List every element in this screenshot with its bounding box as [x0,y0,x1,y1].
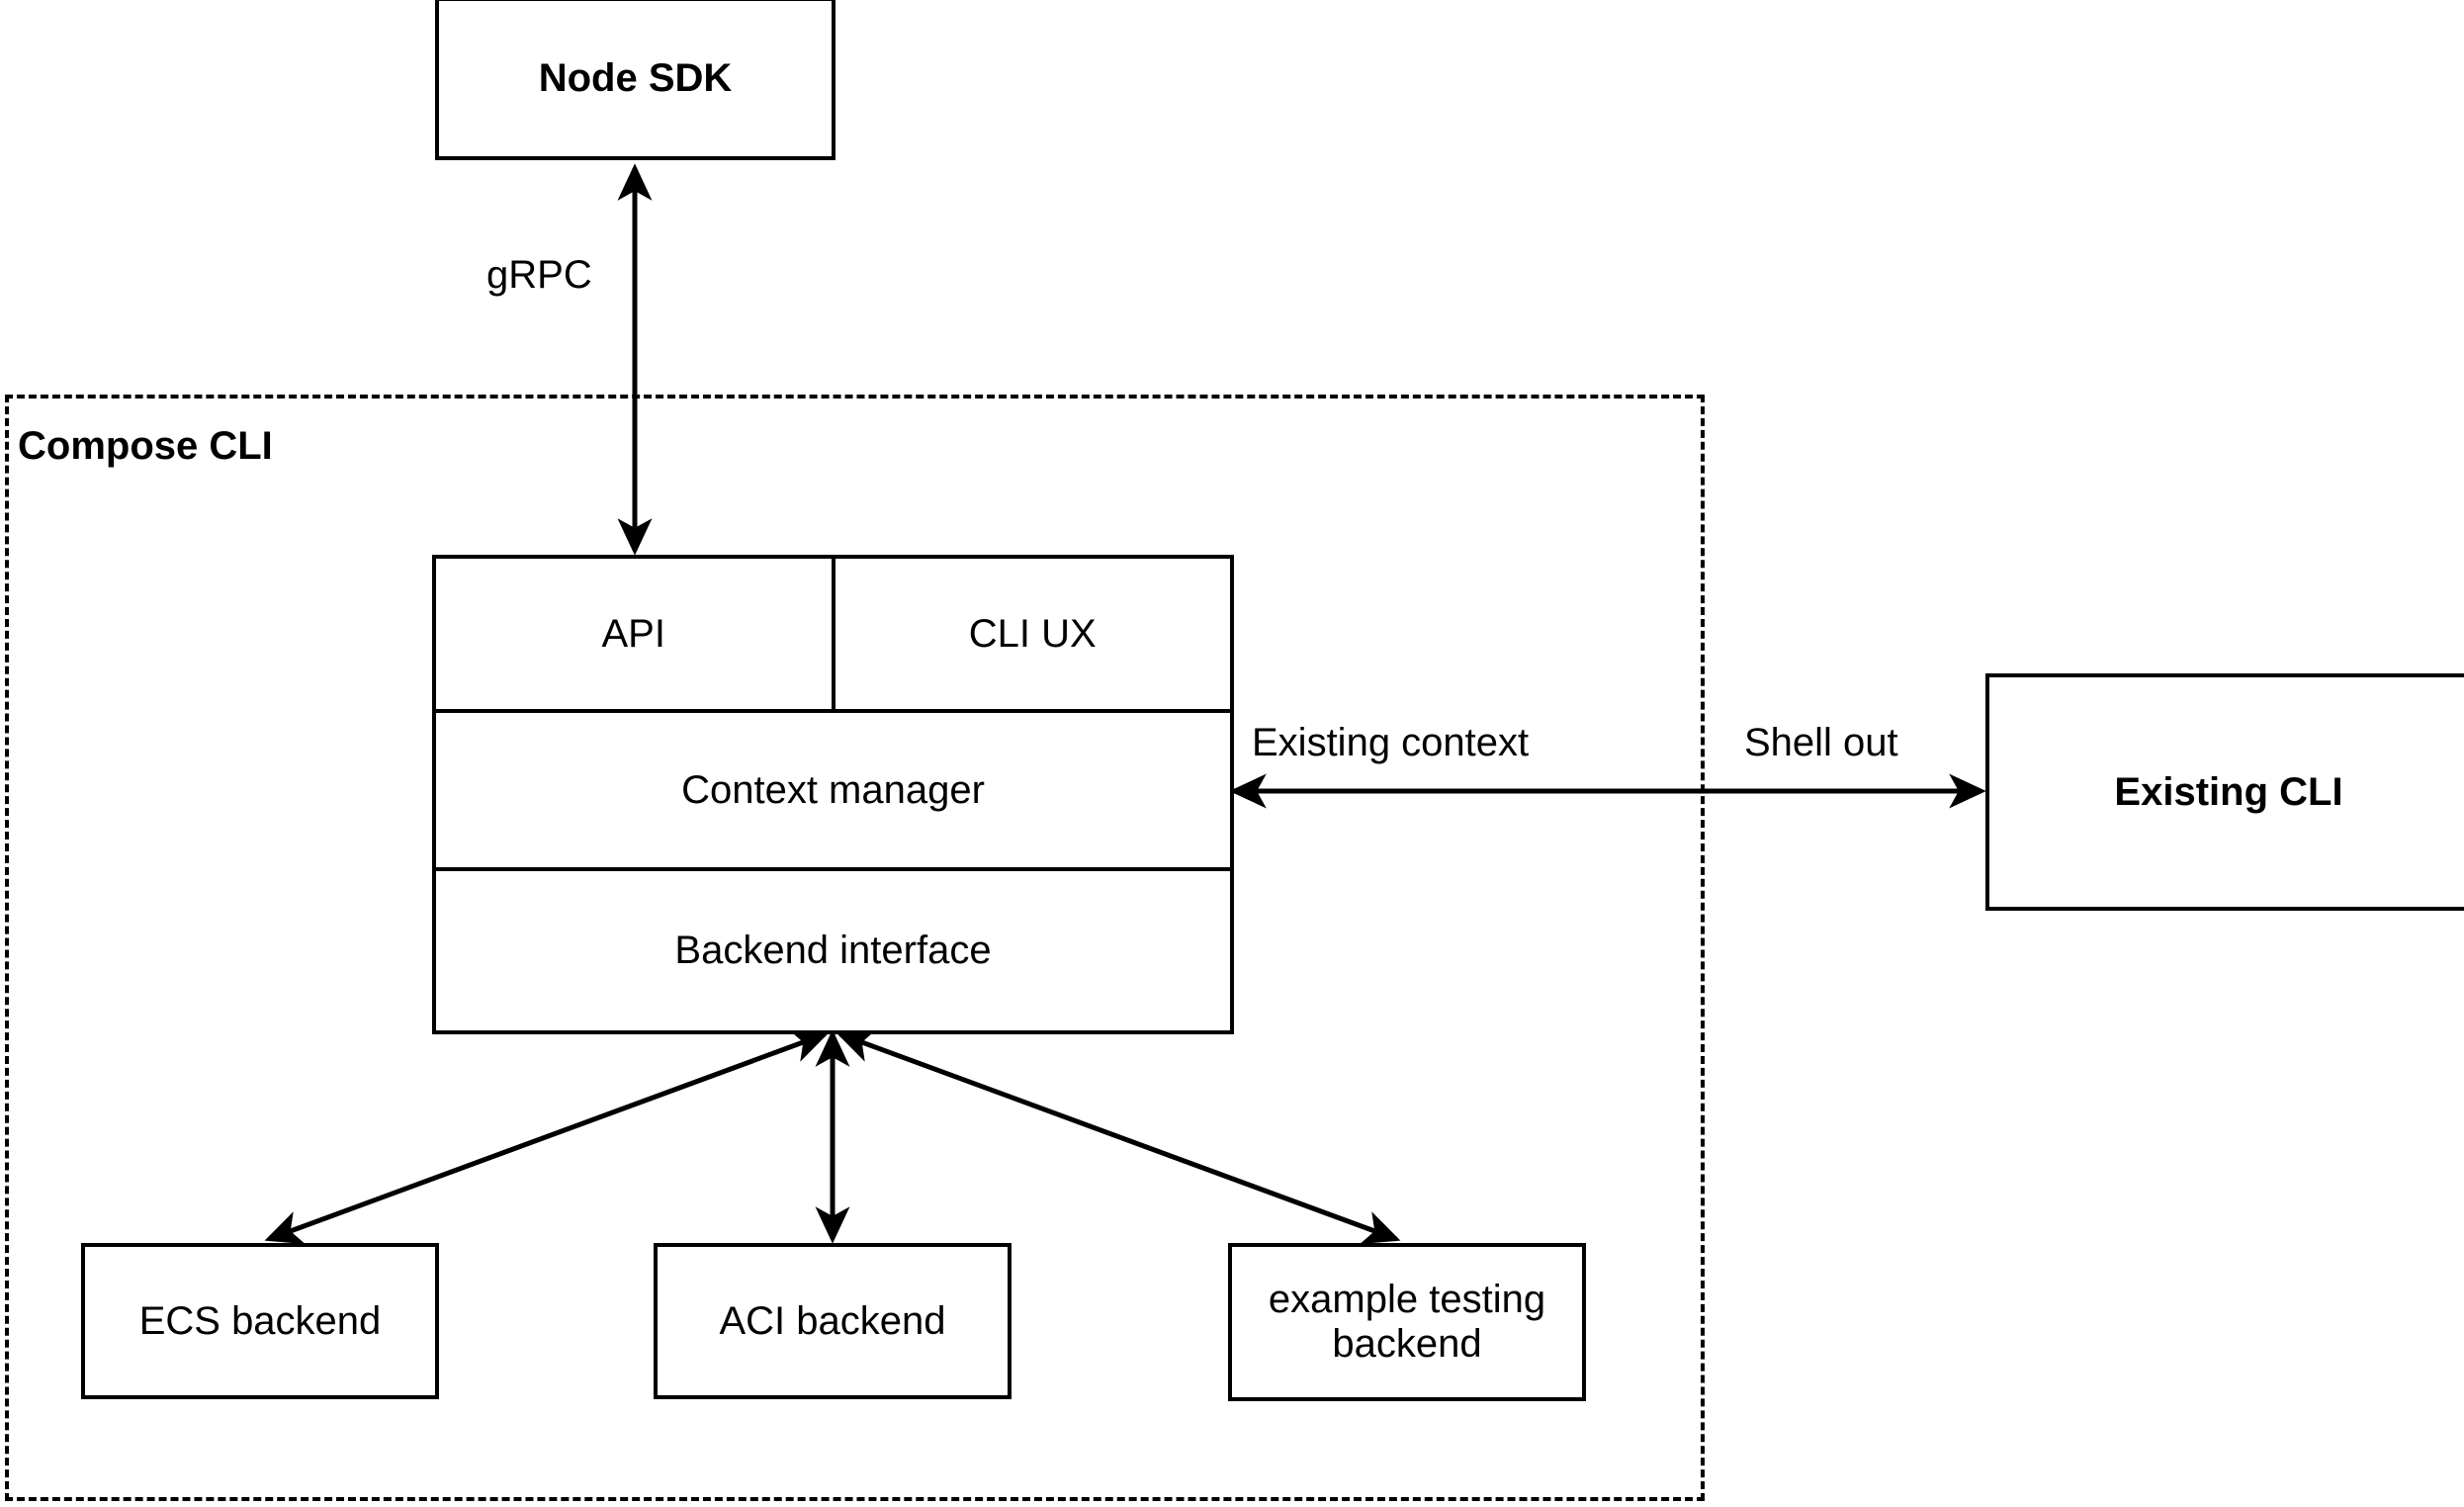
node-aci-backend-label: ACI backend [719,1298,946,1343]
node-node-sdk-label: Node SDK [538,56,733,101]
node-ecs-backend[interactable]: ECS backend [81,1243,439,1399]
connector-example-testing-backend [836,1028,1401,1245]
node-example-testing-backend-label-line1: example testing [1268,1278,1546,1322]
node-example-testing-backend-label: example testing backend [1259,1278,1555,1367]
node-cli-ux[interactable]: CLI UX [831,559,1231,709]
node-api-label: API [601,611,665,656]
edge-label-shell-out: Shell out [1744,721,1898,764]
node-example-testing-backend[interactable]: example testing backend [1228,1243,1586,1401]
edge-label-grpc: gRPC [486,253,592,297]
group-box-compose-cli [5,395,1705,1501]
node-backend-interface[interactable]: Backend interface [432,867,1234,1034]
node-existing-cli[interactable]: Existing CLI [1985,673,2464,911]
node-node-sdk[interactable]: Node SDK [435,0,836,160]
node-existing-cli-label: Existing CLI [2114,769,2343,814]
node-example-testing-backend-label-line2: backend [1332,1322,1482,1366]
edge-label-existing-context: Existing context [1252,721,1530,764]
node-aci-backend[interactable]: ACI backend [654,1243,1012,1399]
node-cli-ux-label: CLI UX [968,611,1097,656]
group-title-compose-cli: Compose CLI [18,424,273,468]
node-context-manager-label: Context manager [681,767,985,812]
node-api[interactable]: API [436,559,832,709]
node-ecs-backend-label: ECS backend [138,1298,382,1343]
node-api-cliux-row: API CLI UX [432,555,1234,713]
node-context-manager[interactable]: Context manager [432,709,1234,871]
connector-ecs-backend [264,1028,830,1245]
node-backend-interface-label: Backend interface [674,929,992,972]
